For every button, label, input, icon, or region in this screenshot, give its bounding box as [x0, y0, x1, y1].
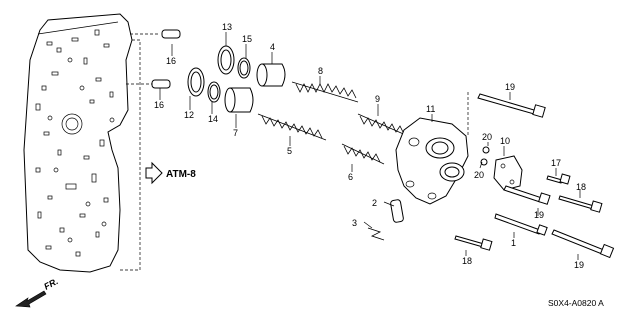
- dowel-pin-lower: [151, 79, 171, 89]
- accumulator-cover: [493, 155, 523, 191]
- o-ring-14: [207, 81, 221, 103]
- callout-20-lower: 20: [474, 170, 484, 180]
- o-ring-15: [237, 57, 251, 79]
- callout-14: 14: [208, 114, 218, 124]
- callout-5: 5: [287, 146, 292, 156]
- callout-1: 1: [511, 238, 516, 248]
- direction-arrow: FR.: [15, 276, 60, 308]
- dowel-pin-upper: [161, 29, 181, 39]
- bolt-19-bottom: [551, 229, 615, 259]
- bolt-18-bottom: [454, 235, 493, 251]
- callout-18-bottom: 18: [462, 256, 472, 266]
- clip-3: [367, 227, 385, 241]
- accumulator-body: [395, 92, 469, 205]
- callout-18-right: 18: [576, 182, 586, 192]
- callout-8: 8: [318, 66, 323, 76]
- callout-9: 9: [375, 94, 380, 104]
- callout-19-bottom: 19: [574, 260, 584, 270]
- callout-6: 6: [348, 172, 353, 182]
- sleeve-4: [256, 63, 286, 87]
- callout-3: 3: [352, 218, 357, 228]
- callout-16-lower: 16: [154, 100, 164, 110]
- drawing-code: S0X4-A0820 A: [548, 298, 604, 308]
- sleeve-7: [224, 87, 254, 113]
- pin-2: [390, 199, 404, 223]
- spring-6: [341, 143, 385, 165]
- direction-label: FR.: [42, 276, 59, 292]
- spring-9: [357, 113, 409, 137]
- callout-16-upper: 16: [166, 56, 176, 66]
- callout-11: 11: [426, 104, 435, 114]
- leader-lines: [159, 32, 581, 260]
- spring-5: [257, 113, 327, 141]
- spring-8: [291, 81, 359, 103]
- callout-labels: 13 15 4 8 16 16 12 14 7 9 5 11 19 20 10 …: [154, 22, 586, 270]
- snap-ring-12: [187, 67, 205, 97]
- bolt-19-top: [477, 93, 546, 118]
- snap-ring-13: [217, 45, 235, 75]
- callout-20-upper: 20: [482, 132, 492, 142]
- callout-2: 2: [372, 198, 377, 208]
- callout-13: 13: [222, 22, 232, 32]
- callout-17: 17: [551, 158, 561, 168]
- callout-19-top: 19: [505, 82, 515, 92]
- bolt-17: [546, 173, 571, 185]
- plug-20-upper: [482, 146, 490, 154]
- callout-4: 4: [270, 42, 275, 52]
- separator-plate: [23, 13, 160, 273]
- plug-20-lower: [480, 158, 488, 166]
- rod-1: [494, 213, 548, 236]
- callout-12: 12: [184, 110, 194, 120]
- bolt-19-mid: [503, 185, 551, 205]
- reference-label: ATM-8: [166, 169, 196, 180]
- callout-19-mid: 19: [534, 210, 544, 220]
- callout-7: 7: [233, 128, 238, 138]
- callout-10: 10: [500, 136, 510, 146]
- bolt-18-right: [558, 195, 603, 213]
- reference-arrow: ATM-8: [145, 161, 196, 185]
- callout-15: 15: [242, 34, 252, 44]
